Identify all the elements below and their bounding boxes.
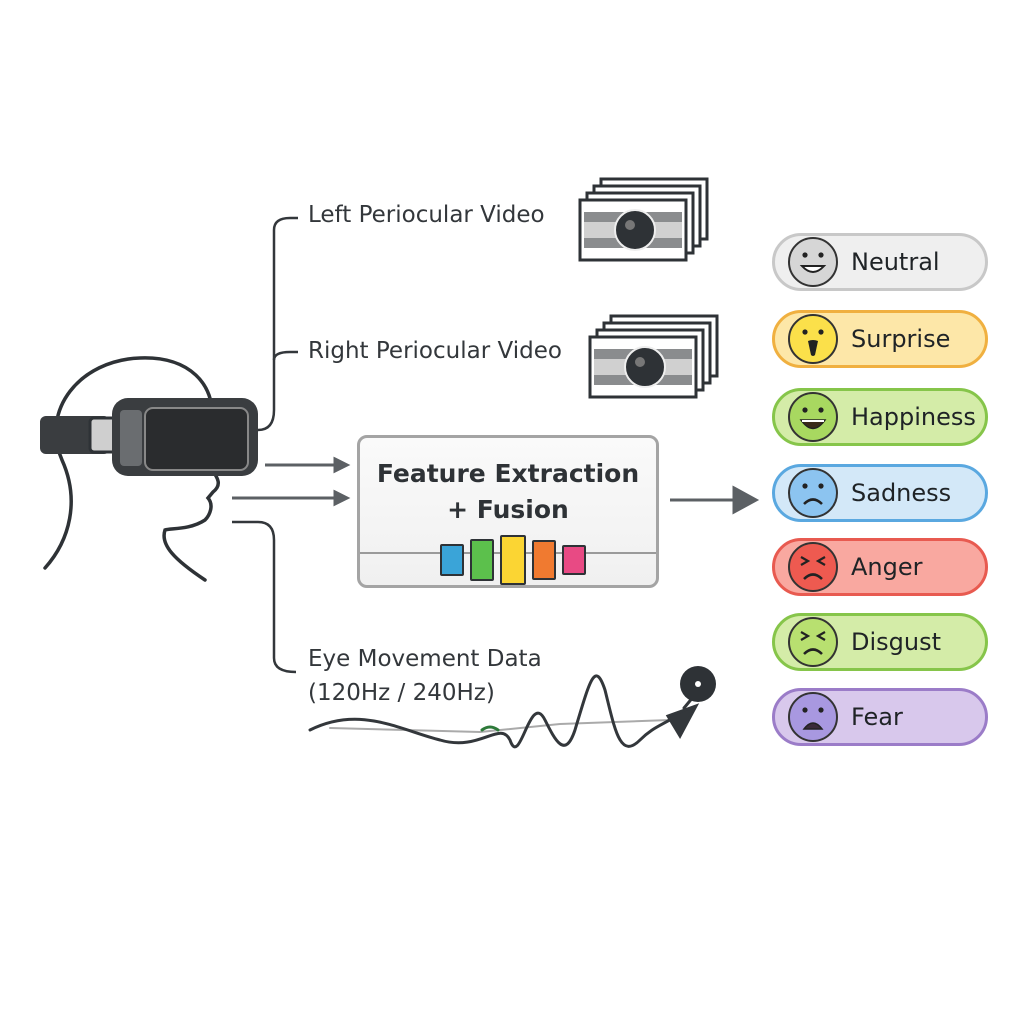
fusion-title-line2: + Fusion — [447, 495, 569, 524]
emotion-neutral: Neutral — [772, 233, 988, 291]
eye-movement-label: Eye Movement Data — [308, 646, 542, 672]
emotion-label: Anger — [851, 553, 923, 581]
emotion-label: Sadness — [851, 479, 952, 507]
emotion-label: Neutral — [851, 248, 940, 276]
feature-block — [470, 539, 494, 581]
fusion-title-line1: Feature Extraction — [376, 459, 640, 488]
emotion-label: Disgust — [851, 628, 942, 656]
emotion-label: Fear — [851, 703, 903, 731]
feature-block — [500, 535, 526, 585]
right-video-label: Right Periocular Video — [308, 338, 562, 364]
feature-block — [440, 544, 464, 576]
feature-fusion-box: Feature Extraction + Fusion — [357, 435, 659, 588]
emotion-label: Surprise — [851, 325, 951, 353]
vr-user-head-icon — [43, 356, 220, 582]
feature-block — [532, 540, 556, 580]
emotion-happiness: Happiness — [772, 388, 988, 446]
emotion-disgust: Disgust — [772, 613, 988, 671]
emotion-anger: Anger — [772, 538, 988, 596]
right-video-frames-icon — [588, 314, 719, 399]
squint-face-icon — [788, 617, 838, 667]
fear-face-icon — [788, 692, 838, 742]
open-face-icon — [788, 314, 838, 364]
grin-face-icon — [788, 392, 838, 442]
sad-face-icon — [788, 468, 838, 518]
feature-vector — [440, 535, 586, 585]
emotion-surprise: Surprise — [772, 310, 988, 368]
feature-fusion-title: Feature Extraction + Fusion — [360, 456, 656, 528]
feature-block — [562, 545, 586, 575]
vr-headset-icon — [40, 398, 258, 476]
emotion-label: Happiness — [851, 403, 976, 431]
emotion-sadness: Sadness — [772, 464, 988, 522]
left-video-label: Left Periocular Video — [308, 202, 545, 228]
left-video-frames-icon — [578, 177, 709, 262]
smile-face-icon — [788, 237, 838, 287]
eye-movement-rate-label: (120Hz / 240Hz) — [308, 680, 495, 706]
emotion-fear: Fear — [772, 688, 988, 746]
squint-face-icon — [788, 542, 838, 592]
